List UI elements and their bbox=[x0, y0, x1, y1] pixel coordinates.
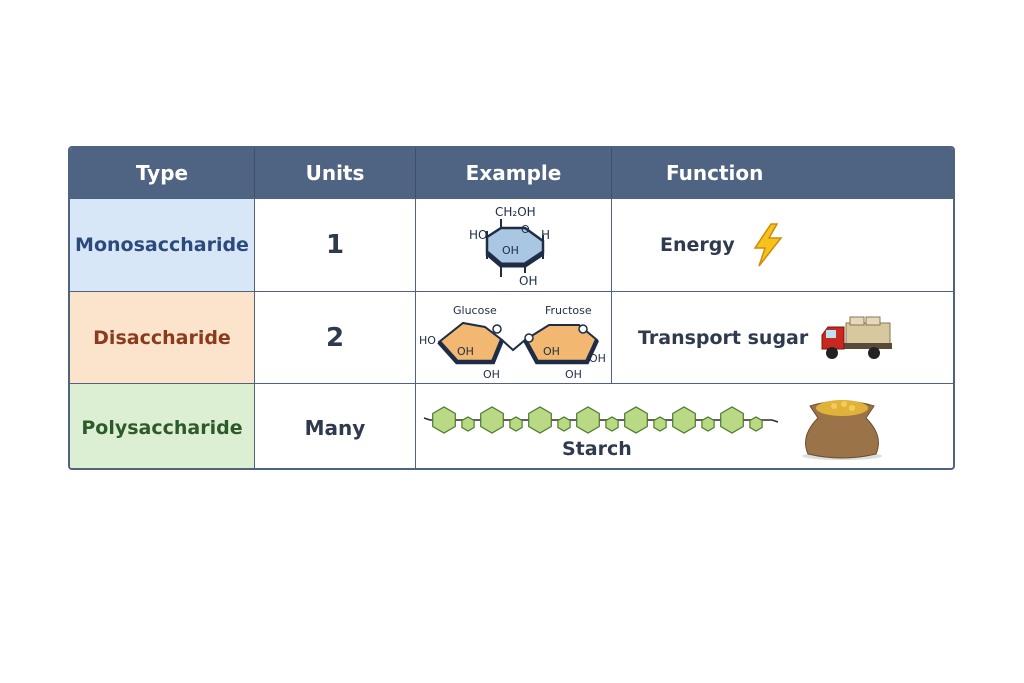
type-monosaccharide: Monosaccharide bbox=[70, 198, 255, 291]
oh-label: OH bbox=[589, 352, 606, 365]
header-example: Example bbox=[416, 148, 612, 198]
glucose-unit-large bbox=[720, 406, 744, 434]
glucose-unit-small bbox=[509, 416, 523, 432]
glucose-unit-small bbox=[461, 416, 475, 432]
oh-label: OH bbox=[457, 345, 474, 358]
function-disaccharide: Transport sugar bbox=[612, 291, 953, 383]
oh-bottom-label: OH bbox=[519, 274, 537, 288]
glucose-unit-large bbox=[528, 406, 552, 434]
header-function: Function bbox=[612, 148, 953, 198]
fructose-label: Fructose bbox=[545, 304, 592, 317]
type-disaccharide: Disaccharide bbox=[70, 291, 255, 383]
grain-sack-icon bbox=[802, 400, 882, 460]
glucose-unit-large bbox=[624, 406, 648, 434]
starch-chain-diagram bbox=[423, 406, 779, 434]
glucose-label: Glucose bbox=[453, 304, 497, 317]
glucose-unit-large bbox=[480, 406, 504, 434]
glucose-ring-diagram: CH₂OH HO H O OH OH bbox=[469, 205, 550, 288]
units-disaccharide: 2 bbox=[255, 291, 416, 383]
example-disaccharide: Glucose Fructose HO OH OH OH OH OH bbox=[416, 291, 612, 383]
example-starch: Starch bbox=[416, 383, 953, 468]
units-monosaccharide: 1 bbox=[255, 198, 416, 291]
glucose-unit-large bbox=[672, 406, 696, 434]
starch-label: Starch bbox=[562, 438, 632, 460]
o-label: O bbox=[521, 223, 530, 236]
glucose-unit-large bbox=[576, 406, 600, 434]
glucose-unit-small bbox=[605, 416, 619, 432]
oh-label: OH bbox=[543, 345, 560, 358]
header-type: Type bbox=[70, 148, 255, 198]
chain-bond bbox=[423, 417, 779, 423]
ho-label: HO bbox=[469, 228, 487, 242]
oh-label: OH bbox=[565, 368, 582, 381]
glucose-unit-small bbox=[749, 416, 763, 432]
function-energy-label: Energy bbox=[660, 234, 735, 256]
glucose-unit-small bbox=[701, 416, 715, 432]
ch2oh-label: CH₂OH bbox=[495, 205, 536, 219]
function-monosaccharide: Energy bbox=[612, 198, 953, 291]
carbohydrate-table: Type Units Example Function Monosacchari… bbox=[68, 146, 955, 470]
sucrose-diagram: Glucose Fructose HO OH OH OH OH OH bbox=[419, 304, 606, 381]
ho-label: HO bbox=[419, 334, 436, 347]
lightning-icon bbox=[753, 223, 783, 267]
type-polysaccharide: Polysaccharide bbox=[70, 383, 255, 468]
example-glucose-ring: CH₂OH HO H O OH OH bbox=[416, 198, 612, 291]
oh-label: OH bbox=[483, 368, 500, 381]
glucose-unit-large bbox=[432, 406, 456, 434]
h-label: H bbox=[541, 228, 550, 242]
function-transport-label: Transport sugar bbox=[638, 326, 809, 349]
units-polysaccharide: Many bbox=[255, 383, 416, 468]
truck-icon bbox=[821, 316, 893, 359]
glucose-unit-small bbox=[557, 416, 571, 432]
header-units: Units bbox=[255, 148, 416, 198]
glucose-unit-small bbox=[653, 416, 667, 432]
oh-center-label: OH bbox=[502, 244, 519, 257]
